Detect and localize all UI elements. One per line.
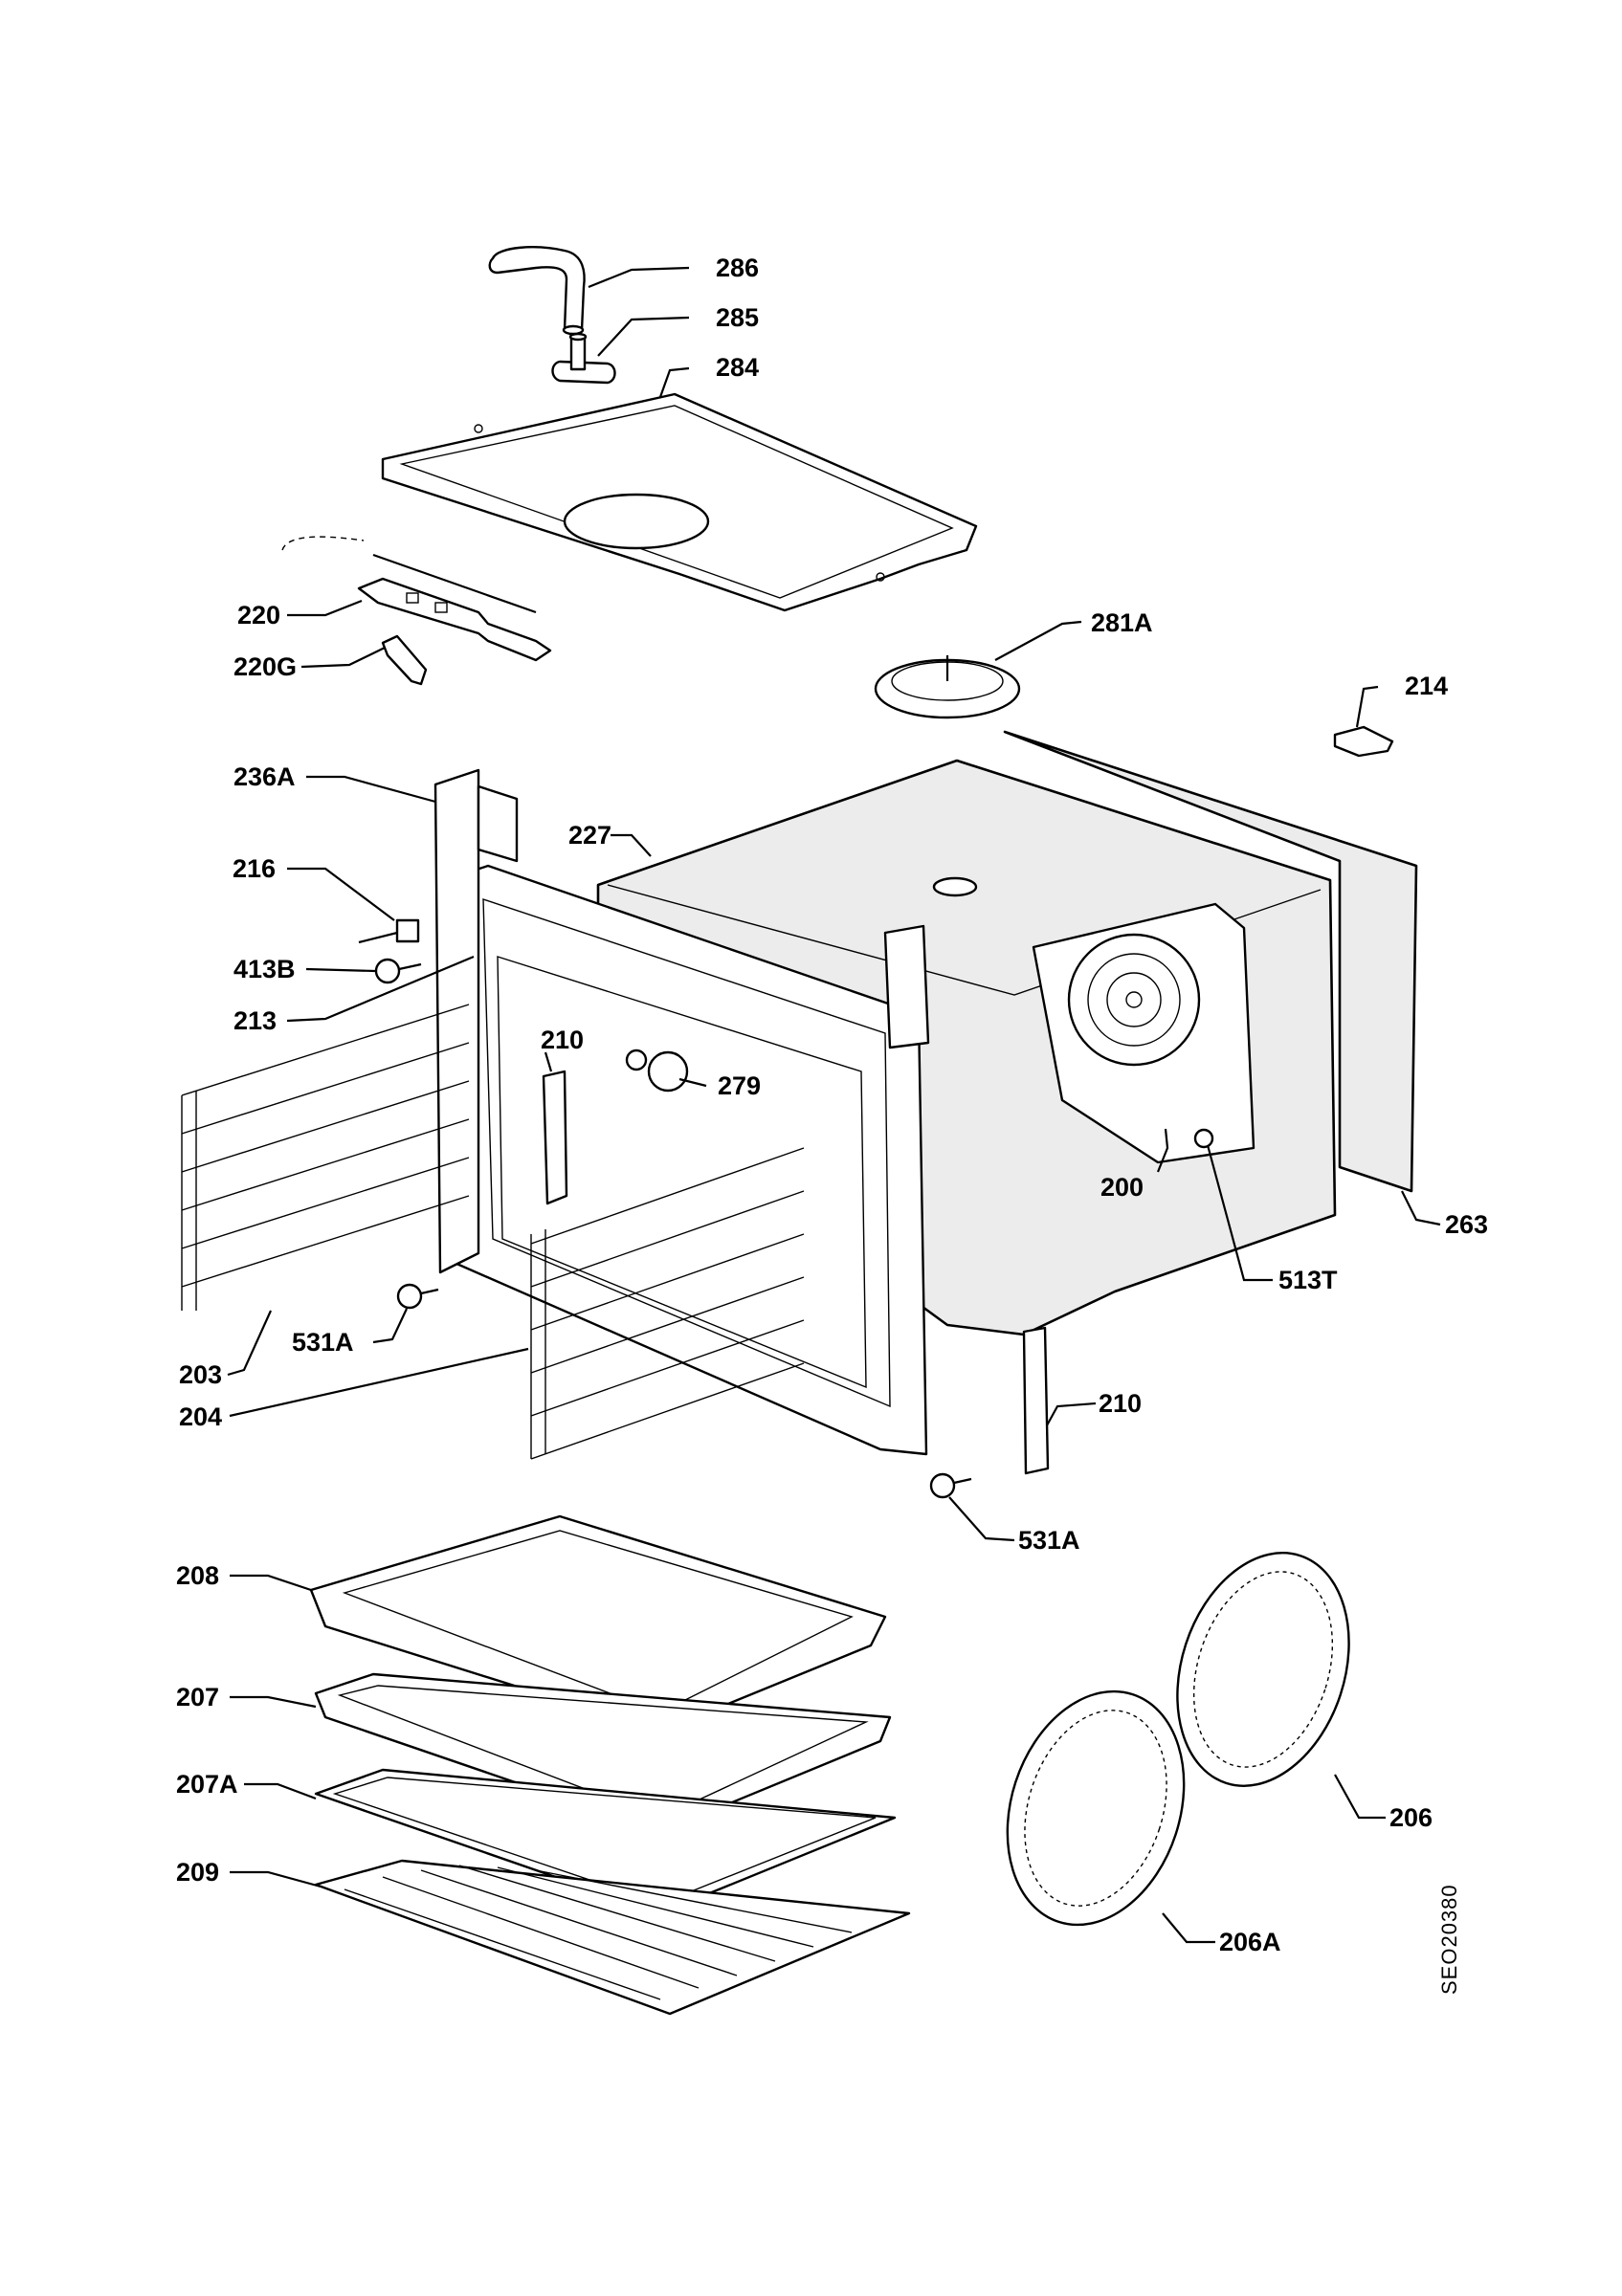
label-206A: 206A — [1219, 1928, 1281, 1956]
label-286: 286 — [716, 254, 759, 282]
part-right-rack-support — [883, 924, 930, 1049]
part-236A-rack-support — [433, 768, 519, 1274]
label-513T: 513T — [1278, 1266, 1338, 1294]
label-216: 216 — [233, 854, 276, 883]
label-531A-left: 531A — [292, 1328, 354, 1357]
label-285: 285 — [716, 303, 759, 332]
label-209: 209 — [176, 1858, 219, 1887]
label-208: 208 — [176, 1561, 219, 1590]
part-204-right-rack — [530, 1147, 805, 1460]
drawing-code: SEO20380 — [1437, 1884, 1461, 1995]
label-200: 200 — [1100, 1173, 1144, 1202]
part-206A-grille — [1006, 1689, 1186, 1927]
label-531A-right: 531A — [1018, 1526, 1080, 1555]
label-413B: 413B — [233, 955, 296, 983]
part-220-bracket — [281, 536, 552, 662]
part-220G-clip — [381, 634, 428, 686]
label-220: 220 — [237, 601, 280, 629]
part-285-flange — [551, 332, 616, 385]
part-207-tray — [314, 1672, 892, 1834]
label-204: 204 — [179, 1402, 222, 1431]
label-284: 284 — [716, 353, 759, 382]
part-513T-screw — [1193, 1128, 1214, 1149]
part-210-right-rail — [1022, 1326, 1050, 1475]
label-206: 206 — [1389, 1803, 1433, 1832]
part-281A-filter — [874, 655, 1021, 719]
part-208-tray — [309, 1514, 887, 1733]
label-214: 214 — [1405, 672, 1448, 700]
part-207A-sheet — [314, 1768, 897, 1915]
part-214 — [1333, 725, 1394, 758]
part-531A-screw-left — [396, 1283, 439, 1310]
part-413B-pin — [374, 958, 422, 984]
label-236A: 236A — [233, 762, 296, 791]
part-284-top-plate — [381, 392, 978, 612]
part-203-left-rack — [181, 1004, 470, 1311]
label-207: 207 — [176, 1683, 219, 1711]
label-279: 279 — [718, 1071, 761, 1100]
label-213: 213 — [233, 1006, 277, 1035]
part-286-pipe — [488, 246, 586, 336]
label-220G: 220G — [233, 652, 297, 681]
label-207A: 207A — [176, 1770, 238, 1799]
part-216-screw — [358, 918, 420, 944]
part-209-grid — [314, 1859, 911, 2016]
label-203: 203 — [179, 1360, 222, 1389]
part-531A-screw-right — [929, 1472, 972, 1499]
label-210-right: 210 — [1099, 1389, 1142, 1418]
part-263-insulation — [1003, 730, 1418, 1193]
part-206-grille — [1176, 1552, 1350, 1787]
label-210-left: 210 — [541, 1026, 584, 1054]
part-210-left-rail — [542, 1070, 568, 1205]
label-227: 227 — [568, 821, 611, 850]
part-279-lamp — [625, 1049, 689, 1093]
leader-lines — [227, 266, 1441, 1944]
label-263: 263 — [1445, 1210, 1488, 1239]
label-281A: 281A — [1091, 608, 1153, 637]
